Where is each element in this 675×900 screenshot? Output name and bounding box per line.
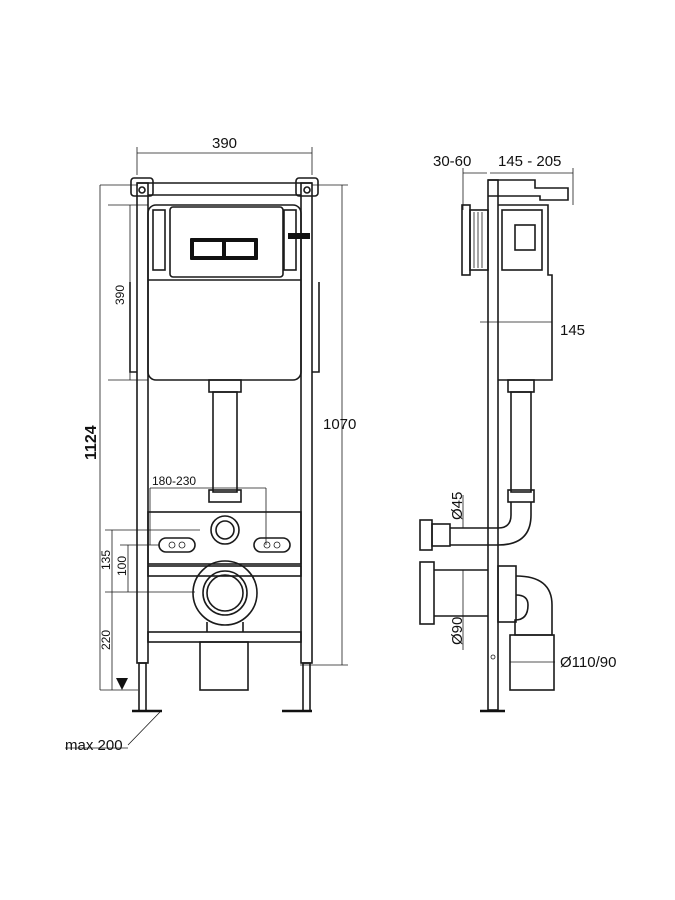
frame (130, 177, 319, 713)
side-frame (480, 179, 505, 713)
outlet-label: Ø110/90 (560, 654, 616, 671)
bolt-height-dimensions: 135 100 220 (99, 529, 200, 691)
pipe-90-dimension: Ø90 (449, 570, 466, 650)
width-label: 390 (212, 135, 237, 152)
depth-range-label: 145 - 205 (498, 153, 561, 170)
front-view: 390 1124 390 1070 (65, 135, 356, 754)
total-height-label: 1124 (83, 425, 100, 460)
drain-outlet (147, 560, 302, 691)
side-flush-pipe (419, 379, 535, 551)
frame-height-dimension: 1070 (300, 184, 356, 666)
flush-plate (169, 206, 310, 278)
cistern (129, 204, 320, 381)
side-drain: Ø110/90 (419, 561, 616, 691)
top-bracket (488, 179, 569, 201)
width-dimension: 390 (136, 135, 313, 175)
bolt-spacing-label: 180-230 (152, 474, 196, 488)
tank-height-dimension: 390 (108, 204, 148, 381)
mounting-plate (147, 511, 302, 565)
top-dimensions: 30-60 145 - 205 (433, 153, 574, 210)
dim-135-label: 135 (99, 550, 113, 570)
pipe-45-dimension: Ø45 (449, 492, 466, 528)
total-height-dimension: 1124 (83, 184, 138, 690)
side-cistern: 145 (480, 204, 585, 381)
tank-depth-label: 145 (560, 322, 585, 339)
pipe-90-label: Ø90 (449, 617, 466, 645)
bolt-spacing-dimension: 180-230 (149, 474, 267, 545)
tank-height-label: 390 (113, 285, 127, 305)
wall-range-label: 30-60 (433, 153, 471, 170)
foot-label: max 200 (65, 737, 123, 754)
side-view: 30-60 145 - 205 145 (419, 153, 616, 713)
pipe-45-label: Ø45 (449, 492, 466, 520)
dim-100-label: 100 (115, 556, 129, 576)
foot-callout: max 200 (65, 711, 161, 754)
floor-height-label: 220 (99, 630, 113, 650)
side-flush-plate (461, 204, 489, 276)
flush-pipe (208, 379, 242, 503)
frame-height-label: 1070 (323, 416, 356, 433)
